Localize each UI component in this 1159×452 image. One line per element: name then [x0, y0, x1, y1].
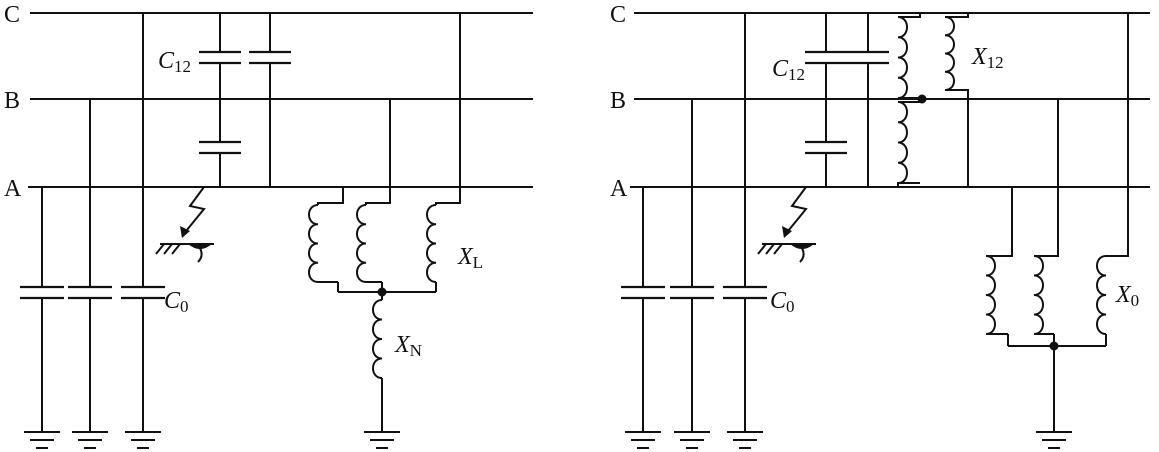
left-fault-symbol-icon	[155, 186, 214, 263]
generated-elements	[308, 16, 1107, 449]
left-c0-label: C0	[164, 288, 189, 316]
right-ground-reactor-wiring	[986, 13, 1129, 257]
right-ground-symbols	[625, 431, 763, 449]
labels: C12 C0 XL XN C12 C0 X12 X0	[158, 44, 1139, 360]
right-x0-label: X0	[1115, 282, 1139, 310]
right-c0-label: C0	[770, 288, 795, 316]
right-x0-coil-a	[985, 255, 996, 335]
left-reactors	[317, 13, 461, 205]
left-bus-c-label: C	[4, 2, 20, 28]
left-reactor-coil-c	[426, 204, 437, 283]
right-x12-coil-ba	[897, 101, 908, 184]
left-diagram: C B A	[4, 2, 533, 449]
right-x0-coil-b	[1033, 255, 1044, 335]
right-x12-label: X12	[971, 44, 1004, 72]
right-diagram: C B A	[610, 2, 1150, 449]
left-bus-a-label: A	[4, 176, 22, 202]
right-fault-symbol-icon	[757, 186, 816, 263]
right-x12-junction	[917, 94, 927, 104]
right-ground-capacitors	[621, 13, 767, 432]
left-neutral-reactor-coil	[372, 299, 383, 379]
left-ground-capacitors	[20, 13, 165, 432]
left-reactor-coil-a	[308, 204, 319, 283]
left-ground-symbols	[24, 431, 161, 449]
left-c12-label: C12	[158, 48, 191, 76]
right-bus-b-label: B	[610, 88, 626, 114]
right-x12-coil-cb-a	[897, 16, 908, 99]
right-x0-coil-c	[1096, 255, 1107, 335]
right-x12-coil-cb-b	[944, 16, 955, 91]
left-xl-label: XL	[457, 244, 483, 272]
left-xn-label: XN	[394, 332, 422, 360]
right-bus-a-label: A	[610, 176, 628, 202]
right-c12-label: C12	[772, 56, 805, 84]
left-bus-b-label: B	[4, 88, 20, 114]
left-reactor-coil-b	[356, 204, 367, 283]
right-interphase-capacitors	[805, 13, 889, 187]
left-interphase-capacitors	[199, 13, 291, 187]
right-bus-c-label: C	[610, 2, 626, 28]
